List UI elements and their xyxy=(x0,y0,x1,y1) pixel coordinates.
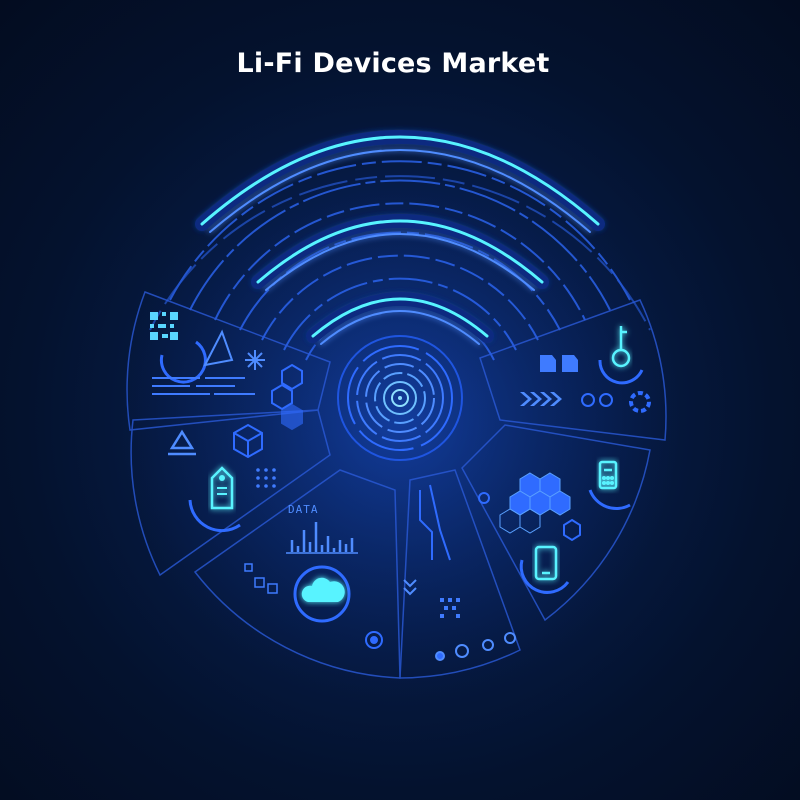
recycle-icon xyxy=(168,429,196,456)
triangle-icon xyxy=(203,329,234,367)
cloud-icon xyxy=(293,565,351,623)
squares-decor xyxy=(244,563,278,594)
document-icon xyxy=(540,355,578,372)
data-bar-chart-icon xyxy=(286,522,358,554)
decorative-lines-left xyxy=(152,377,255,395)
radar-arc-icon xyxy=(188,499,241,533)
hexagon-icon xyxy=(271,363,303,431)
target-icon xyxy=(365,631,383,649)
central-signal-core xyxy=(337,335,463,461)
data-label: DATA xyxy=(288,503,319,516)
hexagon-cluster-icon xyxy=(499,472,571,534)
pixel-grid-icon xyxy=(440,598,460,618)
wedge-segments xyxy=(126,291,667,679)
payment-terminal-icon xyxy=(598,460,618,490)
cube-icon xyxy=(233,423,263,459)
circle-dots-row xyxy=(435,632,516,661)
key-icon xyxy=(611,326,631,368)
radar-circle-right xyxy=(598,359,644,385)
circuit-trace-center xyxy=(419,484,451,561)
ring-icons xyxy=(581,391,651,413)
radar-arc-right xyxy=(588,489,631,510)
qr-code-icon xyxy=(150,312,178,340)
dot-grid xyxy=(256,468,276,488)
arrow-chevrons-icon xyxy=(520,392,562,406)
radar-circle-icon xyxy=(159,340,207,384)
page-title: Li-Fi Devices Market xyxy=(236,48,550,79)
phone-ring xyxy=(519,559,570,594)
tag-icon xyxy=(210,466,234,510)
small-hexes-right xyxy=(478,492,581,542)
sparkle-icon xyxy=(245,350,265,370)
chevron-down-icon xyxy=(403,579,417,596)
wifi-icon xyxy=(195,130,605,345)
smartphone-icon xyxy=(534,545,558,581)
